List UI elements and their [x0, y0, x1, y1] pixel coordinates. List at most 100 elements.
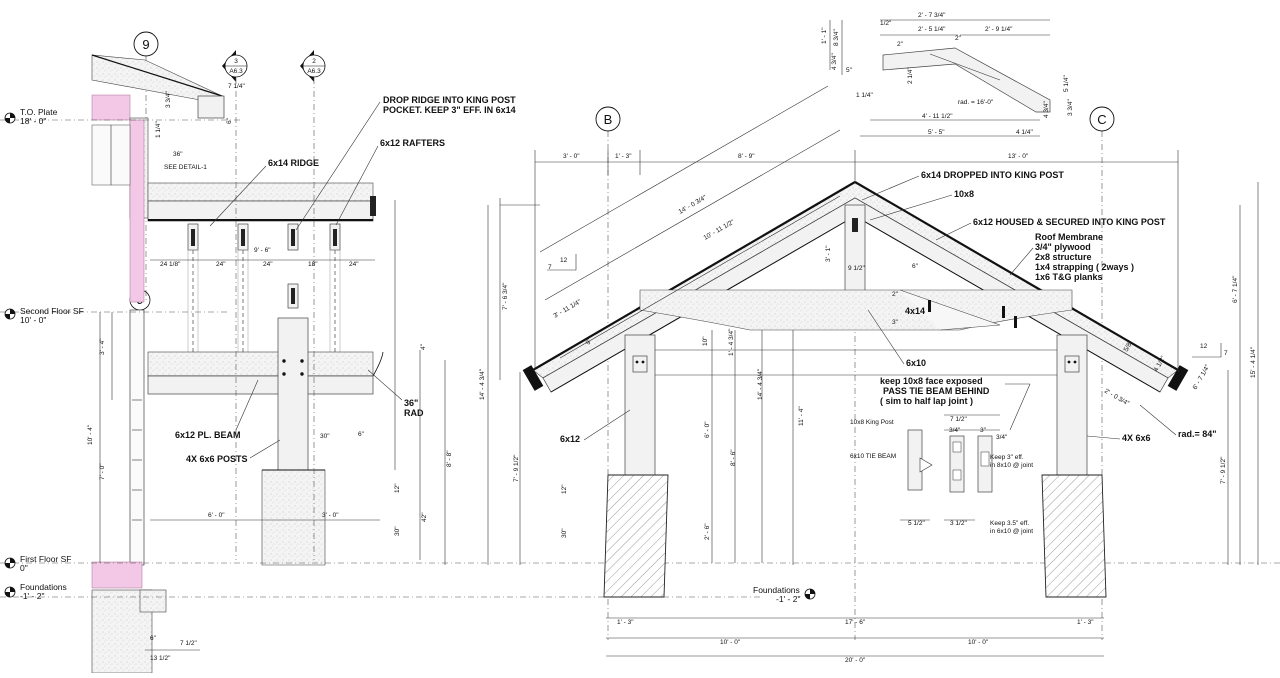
pitch-run: 12	[560, 257, 568, 264]
note-plywood: 3/4" plywood	[1035, 242, 1091, 252]
dim-label: 9' - 6"	[254, 247, 271, 254]
pitch-symbol-left: 12 7	[547, 254, 577, 271]
note-rafters: 6x12 RAFTERS	[380, 138, 445, 148]
dim-label: 30"	[561, 528, 568, 538]
section-tag-2[interactable]: 2 A6.3	[300, 50, 326, 82]
note-4x14: 4x14	[905, 306, 925, 316]
rafter-profile	[882, 47, 1051, 113]
grid-9-label: 9	[142, 37, 149, 52]
dim-label: 1 1/4"	[856, 92, 873, 99]
note-roof-membrane: Roof Membrane	[1035, 232, 1103, 242]
dim-label: 3 1/2"	[950, 520, 967, 527]
level-name: Second Floor SF	[20, 306, 84, 316]
note-keep-2: PASS TIE BEAM BEHIND	[883, 386, 990, 396]
dim-label: 5 1/2"	[908, 520, 925, 527]
dim-label: 36"	[173, 151, 183, 158]
dim-label: 2' - 0 3/4"	[1103, 388, 1131, 408]
pitch-run: 12	[1200, 343, 1208, 350]
dim-label: 10' - 0"	[720, 639, 741, 646]
dim-label: 6"	[226, 117, 233, 124]
fascia	[197, 95, 225, 119]
dim-label: 4"	[420, 343, 427, 350]
dim-label: 5' - 5"	[928, 129, 945, 136]
pitch-rise: 7	[1224, 350, 1228, 357]
detail-keep3-1: Keep 3" eff.	[990, 454, 1024, 461]
dim-label: 4 1/4"	[1016, 129, 1033, 136]
dim-label: 4' - 11 1/2"	[922, 113, 953, 120]
detail-keep35-1: Keep 3.5" eff.	[990, 520, 1029, 527]
detail-keep3-2: in 8x10 @ joint	[990, 462, 1033, 469]
dim-label: 7 1/4"	[228, 83, 245, 90]
detail-king-post: 10x8 King Post	[850, 419, 894, 426]
floor-insulation	[91, 561, 143, 589]
grid-c-label: C	[1097, 112, 1106, 127]
note-structure: 2x8 structure	[1035, 252, 1092, 262]
level-marker-foundations-right: Foundations -1' - 2"	[753, 585, 816, 604]
dim-label: 6' - 0"	[208, 512, 225, 519]
dim-label: 11' - 4"	[798, 406, 805, 426]
note-drop-ridge: POCKET. KEEP 3" EFF. IN 6x14	[383, 105, 516, 115]
grid-b-label: B	[604, 112, 613, 127]
level-name: First Floor SF	[20, 554, 71, 564]
dim-label: 2' - 5 1/4"	[918, 26, 946, 33]
dim-label: 3"	[892, 319, 899, 326]
note-strapping: 1x4 strapping ( 2ways )	[1035, 262, 1134, 272]
dim-label: 1 1/4"	[155, 121, 162, 138]
dim-label: 24 1/8"	[160, 261, 181, 268]
dim-label: 20' - 0"	[845, 657, 866, 664]
rafter-profile-detail: 2' - 7 3/4" 1/2" 2' - 5 1/4" 2' - 9 1/4"…	[821, 12, 1074, 137]
note-rad84: rad.= 84"	[1178, 429, 1217, 439]
dim-label: 2' - 9 1/4"	[985, 26, 1013, 33]
dim-label: 2 1/4"	[907, 67, 914, 84]
dim-label: rad. = 16'-0"	[958, 99, 994, 106]
note-keep-1: keep 10x8 face exposed	[880, 376, 983, 386]
pitch-symbol-right: 12 7	[1192, 343, 1228, 358]
dim-label: 24"	[349, 261, 359, 268]
dim-label: 3' - 4"	[99, 338, 106, 355]
dim-label: 18"	[308, 261, 318, 268]
note-dropped-king-post: 6x14 DROPPED INTO KING POST	[921, 170, 1064, 180]
dim-label: 3' - 0"	[322, 512, 339, 519]
dim-label: 7' - 9 1/2"	[513, 454, 520, 482]
note-6x12: 6x12	[560, 434, 580, 444]
dim-label: 6' - 0"	[704, 421, 711, 438]
dim-label: 12"	[394, 483, 401, 493]
ridge-6x14	[147, 182, 374, 202]
level-elev: -1' - 2"	[20, 591, 44, 601]
dim-label: 1' - 3"	[615, 153, 632, 160]
dim-label: 14' - 4 3/4"	[757, 368, 764, 400]
dim-label: 7' - 0"	[99, 463, 106, 480]
dim-label: 13' - 0"	[1008, 153, 1029, 160]
dim-label: 2"	[892, 291, 899, 298]
dim-label: 3' - 1"	[825, 245, 832, 262]
level-elev: -1' - 2"	[776, 594, 800, 604]
dim-label: 6"	[358, 431, 365, 438]
dim-label: 30"	[394, 526, 401, 536]
note-ridge: 6x14 RIDGE	[268, 158, 319, 168]
dim-label: 2"	[955, 35, 962, 42]
dim-label: 17' - 6"	[845, 619, 866, 626]
dim-label: 8' - 9"	[738, 153, 755, 160]
dim-label: 1/2"	[880, 20, 892, 27]
dim-label: 10' - 4"	[87, 424, 94, 445]
level-elev: 10' - 0"	[20, 315, 46, 325]
dim-label: 1' - 3"	[1077, 619, 1094, 626]
dim-label: 42"	[421, 512, 428, 522]
dim-label: 4 3/4"	[831, 53, 838, 70]
dim-label: 3/4"	[996, 434, 1008, 441]
dim-label: 3"	[980, 427, 987, 434]
detail-tie-beam: 6x10 TIE BEAM	[850, 453, 896, 460]
note-keep-3: ( sim to half lap joint )	[880, 396, 973, 406]
wall-insulation	[129, 119, 145, 303]
dim-label: 3 3/4"	[1067, 99, 1074, 116]
pier-left	[261, 469, 326, 566]
dim-label: 7 1/2"	[180, 640, 197, 647]
note-4x6x6: 4X 6x6	[1122, 433, 1151, 443]
dim-label: 6"	[912, 263, 919, 270]
dim-label: 6' - 7 1/4"	[1232, 275, 1239, 303]
dim-label: 8' - 6"	[730, 449, 737, 466]
dim-label: 14' - 0 3/4"	[678, 194, 709, 216]
section-tag-3[interactable]: 3 A6.3	[222, 50, 248, 82]
note-pl-beam: 6x12 PL. BEAM	[175, 430, 241, 440]
dim-label: 8' - 8"	[446, 450, 453, 467]
